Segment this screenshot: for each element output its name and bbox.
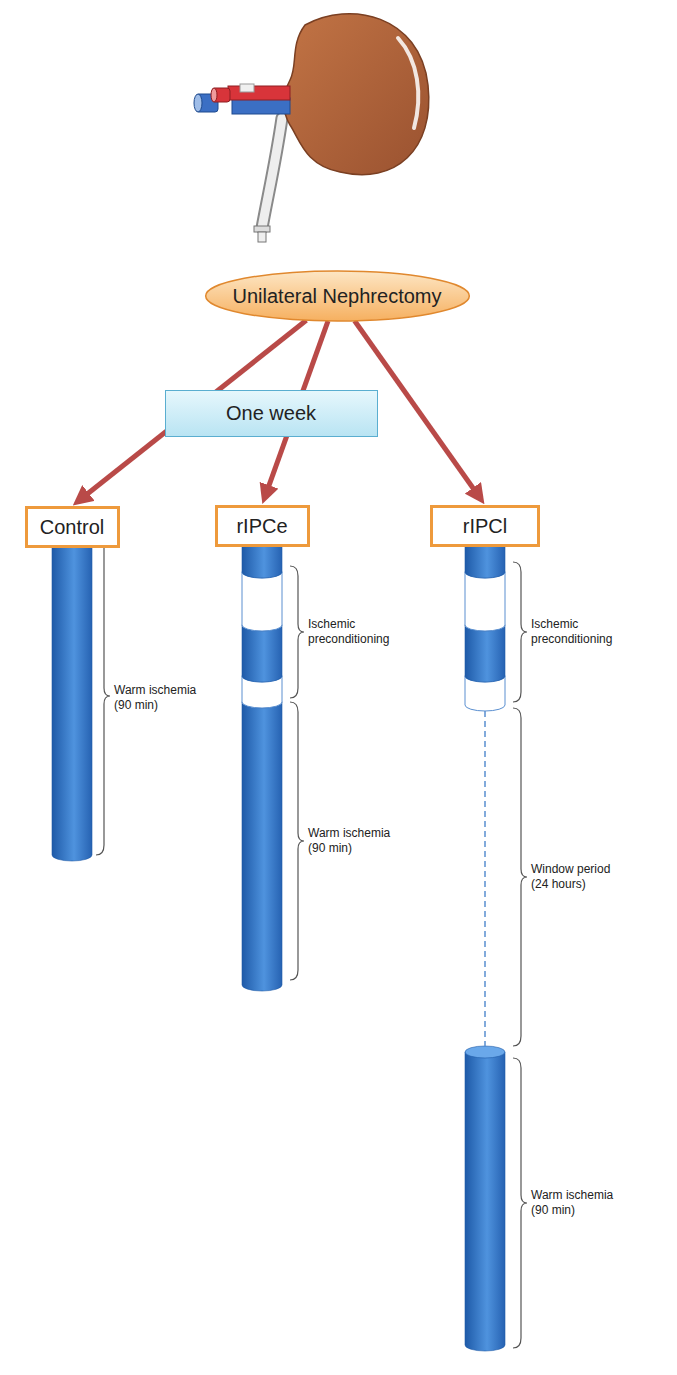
bracket-label: Ischemic preconditioning: [308, 617, 408, 647]
procedure-ellipse: Unilateral Nephrectomy: [203, 270, 472, 322]
bracket: [96, 537, 110, 855]
interval-box: One week: [165, 390, 378, 437]
bracket-label: Warm ischemia (90 min): [308, 826, 403, 856]
bracket-label: Warm ischemia (90 min): [531, 1188, 626, 1218]
bracket-label: Ischemic preconditioning: [531, 617, 631, 647]
node-text: Unilateral Nephrectomy: [233, 285, 442, 308]
group-box: rIPCe: [215, 505, 310, 547]
group-box: rIPCl: [430, 505, 540, 547]
time-segment: [52, 531, 92, 861]
kidney-illustration: [194, 14, 429, 242]
node-text: rIPCe: [236, 515, 287, 538]
window-dashed-line: [484, 711, 486, 1046]
timeline-cylinders: [52, 531, 505, 1351]
time-segment: [465, 1046, 505, 1351]
brackets: [96, 537, 527, 1348]
bracket: [513, 1058, 527, 1348]
node-text: rIPCl: [463, 515, 507, 538]
bracket-label: Window period (24 hours): [531, 862, 626, 892]
group-box: Control: [25, 506, 120, 548]
time-segment: [242, 696, 282, 991]
bracket: [513, 708, 527, 1046]
bracket-label: Warm ischemia (90 min): [114, 683, 209, 713]
bracket: [290, 702, 304, 980]
node-text: One week: [226, 402, 316, 425]
bracket: [290, 566, 304, 698]
node-text: Control: [40, 516, 104, 539]
bracket: [513, 562, 527, 702]
